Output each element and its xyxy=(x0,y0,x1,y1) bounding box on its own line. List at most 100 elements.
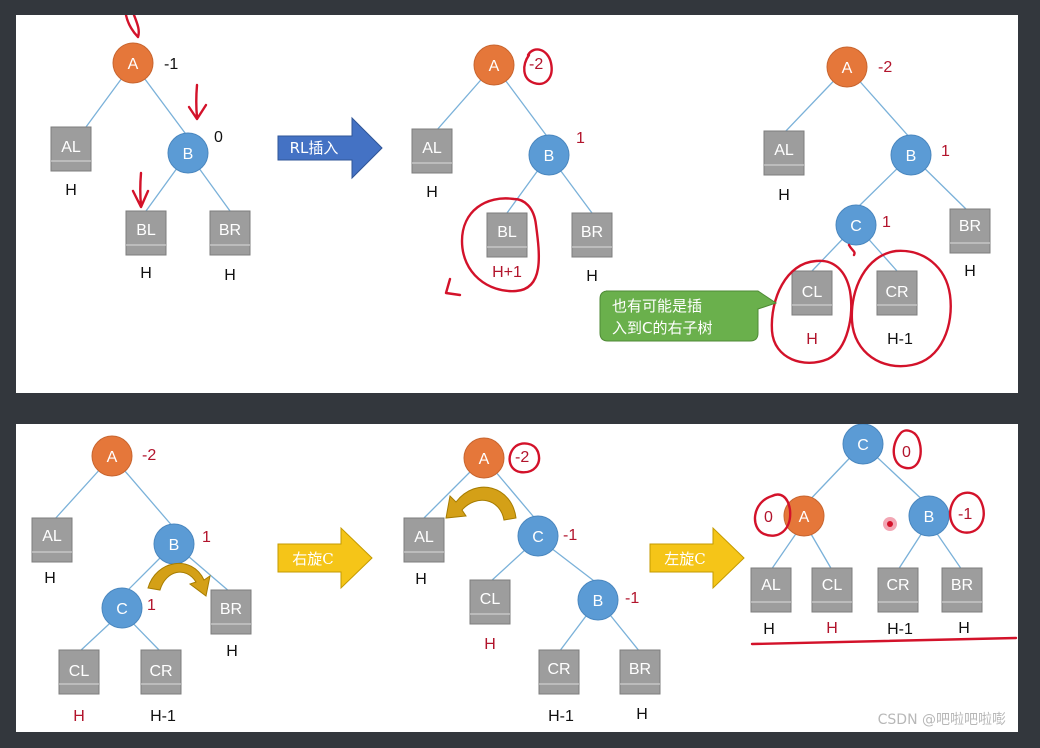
node-a-bf: -2 xyxy=(878,59,892,76)
node-a xyxy=(783,495,825,537)
box-cr-label: CR xyxy=(149,663,172,680)
rotate-left-arrow: 左旋C xyxy=(649,526,745,590)
ink-arrow-a xyxy=(124,15,140,39)
box-al-label: AL xyxy=(42,528,62,545)
box-br: BR xyxy=(571,212,613,258)
rl-insert-label: RL插入 xyxy=(290,139,339,157)
box-cl: CL xyxy=(58,649,100,695)
watermark: CSDN @吧啦吧啦嘭 xyxy=(878,711,1006,728)
node-b-label: B xyxy=(169,537,180,554)
box-cr-height: H-1 xyxy=(887,621,913,638)
box-cr: CR xyxy=(877,567,919,613)
box-br-height: H xyxy=(964,263,976,280)
ink-mark-c xyxy=(847,243,856,257)
node-b-bf: 1 xyxy=(576,130,585,147)
bottom-tree1: A -2 B 1 C 1 AL H BR H CL H CR xyxy=(31,435,252,725)
node-c xyxy=(517,515,559,557)
node-a-bf: 0 xyxy=(764,509,773,526)
box-cr: CR xyxy=(140,649,182,695)
rotate-arrow-c xyxy=(147,563,211,597)
box-bl-label: BL xyxy=(497,224,517,241)
node-a-label: A xyxy=(799,509,810,526)
box-br: BR xyxy=(209,210,251,256)
box-br: BR xyxy=(210,589,252,635)
box-bl: BL xyxy=(125,210,167,256)
node-b-label: B xyxy=(593,593,604,610)
box-al-height: H xyxy=(763,621,775,638)
bottom-tree2: A -2 C -1 B -1 AL H CL H CR H-1 xyxy=(403,437,661,725)
top-tree3: A -2 B 1 C 1 AL H BR H CL H CR xyxy=(763,46,991,368)
box-al-label: AL xyxy=(61,139,81,156)
box-cl-height: H xyxy=(73,708,85,725)
node-c-label: C xyxy=(857,437,869,454)
box-cl-height: H xyxy=(826,620,838,637)
node-b xyxy=(167,132,209,174)
box-br-label: BR xyxy=(959,218,981,235)
box-al-height: H xyxy=(778,187,790,204)
node-a xyxy=(473,44,515,86)
node-b xyxy=(890,134,932,176)
rotate-right-label: 右旋C xyxy=(292,550,333,568)
node-a-label: A xyxy=(842,60,853,77)
node-a-label: A xyxy=(128,56,139,73)
box-al: AL xyxy=(411,128,453,174)
pointer-dot-core xyxy=(887,521,893,527)
ink-circle-c xyxy=(892,429,922,470)
node-a-label: A xyxy=(107,449,118,466)
top-diagram: A -1 B 0 AL H BL H BR H RL插入 xyxy=(50,15,991,368)
box-al-height: H xyxy=(65,182,77,199)
box-cr-label: CR xyxy=(885,284,908,301)
node-b-label: B xyxy=(544,148,555,165)
box-cl-label: CL xyxy=(802,284,823,301)
ink-circle-bl xyxy=(444,197,540,297)
box-br-label: BR xyxy=(951,577,973,594)
callout: 也有可能是插 入到C的右子树 xyxy=(599,290,778,342)
node-c xyxy=(842,424,884,465)
node-b-bf: 0 xyxy=(214,129,223,146)
box-br-height: H xyxy=(958,620,970,637)
box-br-label: BR xyxy=(220,601,242,618)
box-bl-height: H+1 xyxy=(492,264,522,281)
ink-circle-b xyxy=(949,491,985,534)
node-a xyxy=(826,46,868,88)
box-al: AL xyxy=(750,567,792,613)
box-al-label: AL xyxy=(422,140,442,157)
rl-insert-arrow: RL插入 xyxy=(277,116,383,180)
box-cr-height: H-1 xyxy=(887,331,913,348)
node-c-label: C xyxy=(850,218,862,235)
node-b xyxy=(908,495,950,537)
callout-line2: 入到C的右子树 xyxy=(612,319,712,337)
box-cr: CR xyxy=(538,649,580,695)
bottom-tree3: C 0 A 0 B -1 AL H CL H CR H-1 xyxy=(750,424,1018,646)
node-b-label: B xyxy=(924,509,935,526)
box-al: AL xyxy=(50,126,92,172)
node-c-bf: 0 xyxy=(902,444,911,461)
ink-arrow-b xyxy=(187,83,208,121)
box-al: AL xyxy=(31,517,73,563)
box-cr-height: H-1 xyxy=(548,708,574,725)
node-c-bf: 1 xyxy=(882,214,891,231)
node-c-label: C xyxy=(532,529,544,546)
callout-line1: 也有可能是插 xyxy=(612,297,702,315)
ink-underline xyxy=(750,636,1018,646)
node-b xyxy=(577,579,619,621)
rotate-arrow-a xyxy=(445,486,517,521)
ink-circle-a xyxy=(523,48,553,86)
box-cr-height: H-1 xyxy=(150,708,176,725)
rotate-right-arrow: 右旋C xyxy=(277,526,373,590)
box-al-label: AL xyxy=(761,577,781,594)
box-cl-label: CL xyxy=(822,577,843,594)
node-b-bf: 1 xyxy=(202,529,211,546)
node-c-bf: 1 xyxy=(147,597,156,614)
box-al-height: H xyxy=(44,570,56,587)
box-br: BR xyxy=(949,208,991,254)
top-tree1: A -1 B 0 AL H BL H BR H xyxy=(50,15,251,284)
box-al: AL xyxy=(403,517,445,563)
node-a-bf: -2 xyxy=(515,449,529,466)
top-tree2: A -2 B 1 AL H BL H+1 BR H xyxy=(411,44,613,297)
box-bl-height: H xyxy=(140,265,152,282)
node-a-bf: -2 xyxy=(142,447,156,464)
box-br-height: H xyxy=(636,706,648,723)
node-a-label: A xyxy=(489,58,500,75)
box-bl-label: BL xyxy=(136,222,156,239)
